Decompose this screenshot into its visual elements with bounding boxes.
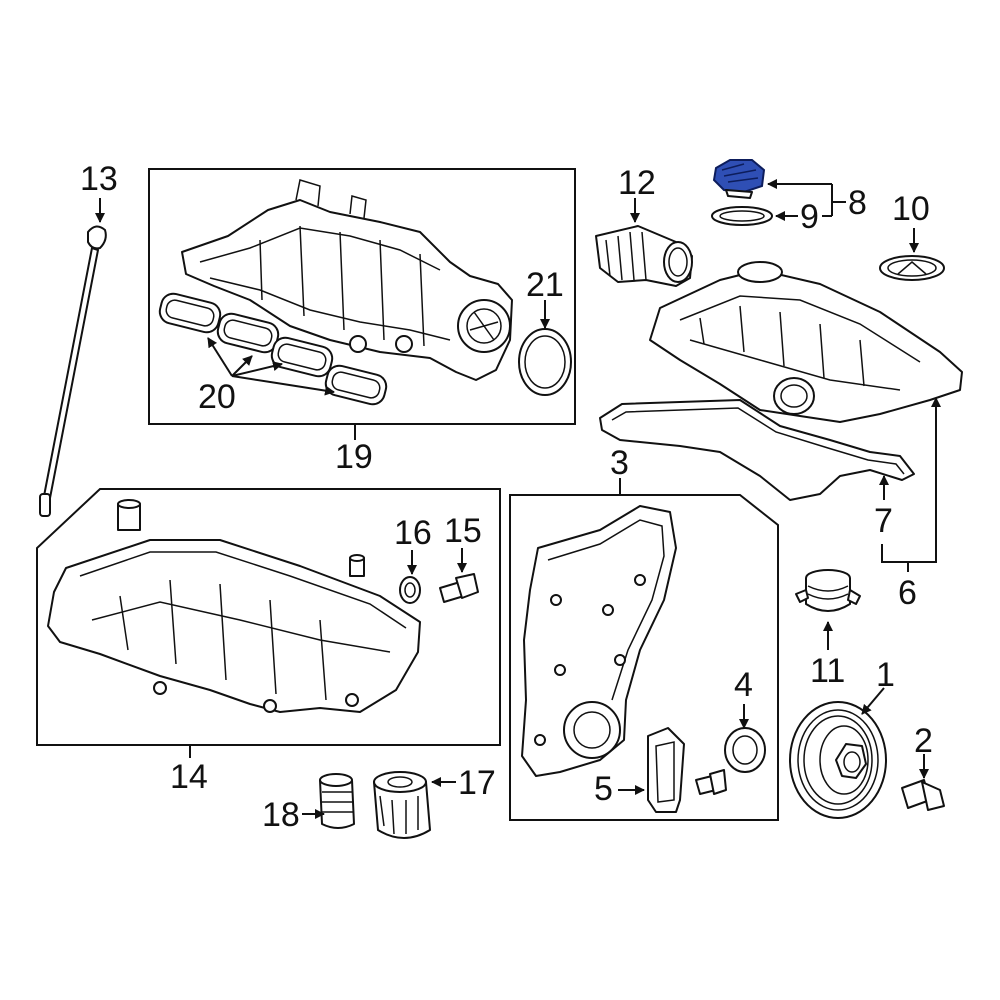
part-drain-plug[interactable]: [439, 573, 479, 603]
oil-pan-group-box: [36, 488, 501, 746]
callout-3[interactable]: 3: [610, 444, 629, 482]
leader-20d: [231, 375, 335, 396]
part-hose-clamp[interactable]: [795, 569, 861, 612]
callout-4[interactable]: 4: [734, 666, 753, 704]
leader-20b: [231, 355, 253, 377]
callout-10[interactable]: 10: [892, 190, 930, 228]
part-intake-manifold[interactable]: [181, 179, 513, 381]
callout-20[interactable]: 20: [198, 378, 236, 416]
callout-19[interactable]: 19: [335, 438, 373, 476]
callout-5[interactable]: 5: [594, 770, 613, 808]
intake-manifold-group-box: [148, 168, 576, 425]
part-oil-filler-cap[interactable]: [712, 159, 766, 199]
part-cover-bolt[interactable]: [695, 769, 727, 795]
part-oil-cap-gasket[interactable]: [711, 206, 773, 226]
part-oil-filter[interactable]: [373, 771, 431, 839]
part-filter-stud[interactable]: [319, 773, 355, 829]
part-oil-pan[interactable]: [47, 499, 421, 713]
callout-12[interactable]: 12: [618, 164, 656, 202]
part-cover-plate[interactable]: [647, 727, 685, 813]
part-valve-cover[interactable]: [649, 261, 963, 423]
callout-1[interactable]: 1: [876, 656, 895, 694]
callout-14[interactable]: 14: [170, 758, 208, 796]
part-crank-pulley[interactable]: [789, 701, 887, 819]
part-pulley-bolt[interactable]: [901, 779, 945, 811]
leader-20a: [207, 337, 233, 377]
callout-9[interactable]: 9: [800, 198, 819, 236]
callout-7[interactable]: 7: [874, 502, 893, 540]
callout-18[interactable]: 18: [262, 796, 300, 834]
callout-15[interactable]: 15: [444, 512, 482, 550]
timing-cover-group-box: [509, 494, 779, 821]
leader-20c: [231, 361, 283, 377]
part-timing-cover[interactable]: [521, 505, 677, 777]
part-intake-gaskets[interactable]: [157, 291, 388, 407]
part-oil-seal[interactable]: [399, 576, 421, 604]
callout-8[interactable]: 8: [848, 184, 867, 222]
part-intake-hose[interactable]: [595, 225, 693, 287]
part-throttle-body-seal[interactable]: [518, 328, 572, 396]
leader-1: [861, 687, 885, 715]
callout-2[interactable]: 2: [914, 722, 933, 760]
callout-6[interactable]: 6: [898, 574, 917, 612]
callout-11[interactable]: 11: [810, 652, 845, 690]
part-valve-cover-gasket[interactable]: [599, 399, 915, 501]
callout-21[interactable]: 21: [526, 266, 564, 304]
callout-13[interactable]: 13: [80, 160, 118, 198]
part-crank-seal[interactable]: [724, 727, 766, 773]
callout-17[interactable]: 17: [458, 764, 496, 802]
part-emblem[interactable]: [879, 255, 945, 281]
callout-16[interactable]: 16: [394, 514, 432, 552]
part-dipstick[interactable]: [39, 225, 107, 517]
